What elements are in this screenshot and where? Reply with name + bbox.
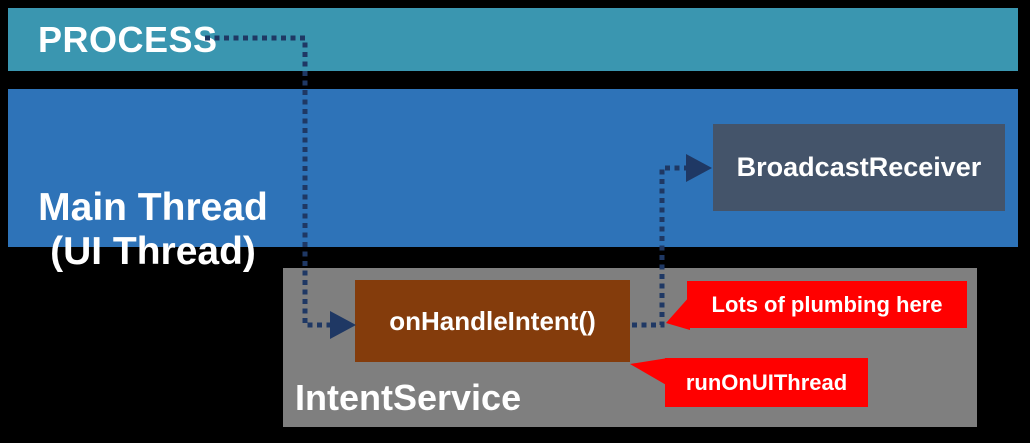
main-thread-label: Main Thread (UI Thread) — [22, 186, 284, 274]
on-handle-intent-box: onHandleIntent() — [355, 280, 630, 362]
main-thread-label-line1: Main Thread — [38, 186, 268, 229]
intent-service-label: IntentService — [295, 377, 522, 418]
callout-plumbing-label: Lots of plumbing here — [711, 291, 943, 317]
callout-run-on-ui-thread: runOnUIThread — [665, 358, 868, 407]
callout-plumbing: Lots of plumbing here — [687, 281, 967, 328]
process-bar: PROCESS — [8, 8, 1018, 71]
process-label: PROCESS — [38, 18, 218, 60]
broadcast-receiver-label: BroadcastReceiver — [736, 152, 982, 182]
broadcast-receiver-box: BroadcastReceiver — [713, 124, 1005, 211]
callout-run-on-ui-thread-label: runOnUIThread — [685, 369, 848, 395]
main-thread-label-line2: (UI Thread) — [50, 230, 256, 273]
on-handle-intent-label: onHandleIntent() — [389, 305, 596, 336]
